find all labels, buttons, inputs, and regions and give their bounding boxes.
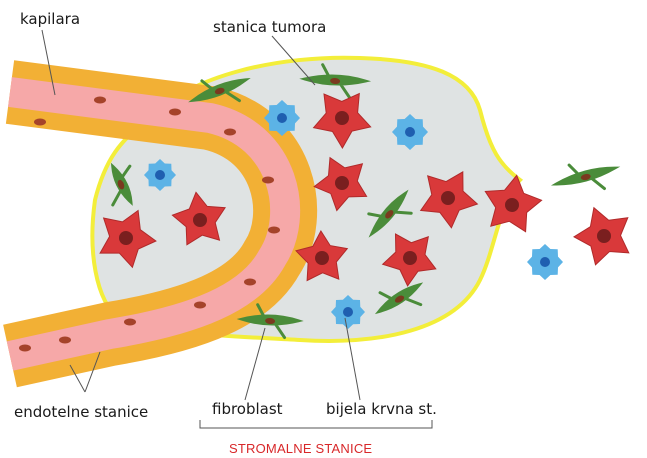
- endothelial-nucleus: [19, 345, 31, 352]
- label-stromal-cells: STROMALNE STANICE: [229, 441, 372, 456]
- label-fibroblast: fibroblast: [212, 400, 283, 418]
- tumor-cell: [574, 208, 629, 265]
- label-white-blood-cell: bijela krvna st.: [326, 400, 437, 418]
- endothelial-nucleus: [124, 319, 136, 326]
- label-capillary: kapilara: [20, 10, 80, 28]
- label-tumor-cell: stanica tumora: [213, 18, 326, 36]
- endothelial-nucleus: [34, 119, 46, 126]
- white-blood-cell: [144, 159, 176, 191]
- white-blood-cell: [527, 244, 563, 280]
- fibroblast: [553, 156, 618, 197]
- white-blood-cell: [264, 100, 300, 136]
- endothelial-nucleus: [169, 109, 181, 116]
- endothelial-nucleus: [244, 279, 256, 286]
- endothelial-nucleus: [224, 129, 236, 136]
- endothelial-nucleus: [194, 302, 206, 309]
- endothelial-nucleus: [268, 227, 280, 234]
- white-blood-cell: [331, 295, 365, 329]
- white-blood-cell: [392, 114, 428, 150]
- endothelial-nucleus: [59, 337, 71, 344]
- label-endothelial-cells: endotelne stanice: [14, 403, 148, 421]
- endothelial-nucleus: [262, 177, 274, 184]
- endothelial-nucleus: [94, 97, 106, 104]
- stromal-bracket: [200, 420, 432, 428]
